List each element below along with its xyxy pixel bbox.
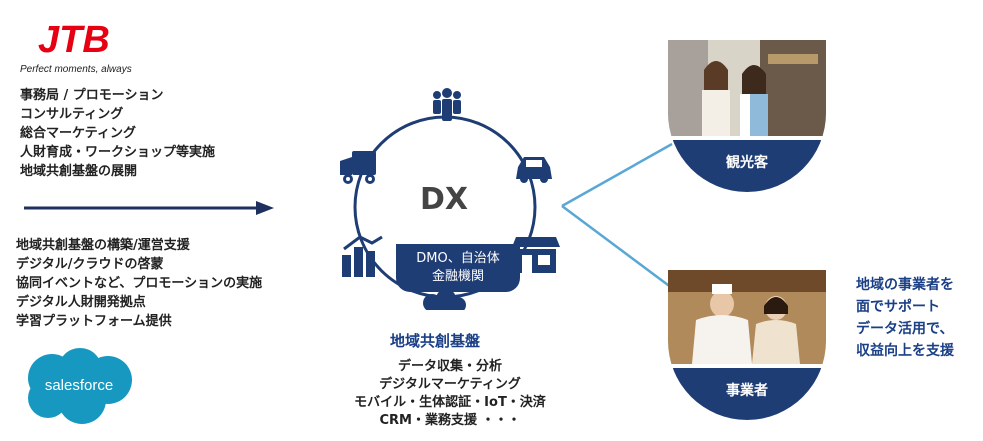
callout-line: データ活用で、 — [856, 321, 954, 337]
list-item: 地域共創基盤の構築/運営支援 — [16, 238, 190, 253]
hub-badge: DMO、自治体 金融機関 — [396, 244, 520, 292]
list-item: 学習プラットフォーム提供 — [16, 314, 172, 329]
support-callout: 地域の事業者を 面でサポート データ活用で、 収益向上を支援 — [856, 274, 954, 362]
business-card: 事業者 — [668, 270, 826, 420]
list-item: 事務局 / プロモーション — [20, 88, 164, 103]
building-icon — [342, 235, 383, 277]
tourist-card: 観光客 — [668, 40, 826, 192]
hub-badge-line: DMO、自治体 — [416, 251, 500, 266]
jtb-logo-text: JTB — [38, 19, 110, 61]
list-item: 人財育成・ワークショップ等実施 — [20, 145, 216, 160]
callout-line: 収益向上を支援 — [856, 343, 954, 359]
list-item: デジタルマーケティング — [379, 377, 521, 392]
list-item: 協同イベントなど、プロモーションの実施 — [16, 276, 263, 291]
hub-badge-line: 金融機関 — [431, 269, 484, 284]
connector-lines — [561, 142, 673, 290]
truck-icon — [340, 151, 376, 184]
list-item: CRM・業務支援 ・・・ — [379, 413, 521, 428]
people-icon — [433, 88, 461, 121]
shop-icon — [512, 237, 560, 273]
dx-hub-diagram — [340, 88, 560, 310]
flow-arrow-icon — [24, 201, 274, 215]
brand-tagline: Perfect moments, always — [20, 64, 132, 75]
list-item: コンサルティング — [20, 107, 124, 122]
list-item: デジタル/クラウドの啓蒙 — [16, 257, 164, 272]
business-photo — [668, 270, 826, 364]
business-label: 事業者 — [668, 368, 826, 420]
bottom-services-list: 地域共創基盤の構築/運営支援 デジタル/クラウドの啓蒙 協同イベントなど、プロモ… — [16, 236, 262, 331]
list-item: 地域共創基盤の展開 — [20, 164, 138, 179]
callout-line: 地域の事業者を — [856, 277, 954, 293]
jtb-logo: JTB — [38, 19, 110, 61]
tourist-photo — [668, 40, 826, 136]
callout-line: 面でサポート — [856, 299, 940, 315]
list-item: デジタル人財開発拠点 — [16, 295, 146, 310]
top-services-list: 事務局 / プロモーション コンサルティング 総合マーケティング 人財育成・ワー… — [20, 86, 215, 181]
salesforce-logo: salesforce — [28, 348, 132, 424]
platform-features: データ収集・分析 デジタルマーケティング モバイル・生体認証・IoT・決済 CR… — [330, 358, 570, 430]
list-item: データ収集・分析 — [397, 359, 502, 374]
car-icon — [516, 157, 552, 183]
salesforce-logo-text: salesforce — [45, 377, 113, 394]
list-item: 総合マーケティング — [20, 126, 136, 141]
cloud-icon — [423, 289, 466, 310]
platform-title: 地域共創基盤 — [390, 332, 481, 350]
tourist-label: 観光客 — [668, 140, 826, 192]
hub-label: DX — [420, 182, 469, 217]
list-item: モバイル・生体認証・IoT・決済 — [354, 395, 546, 410]
